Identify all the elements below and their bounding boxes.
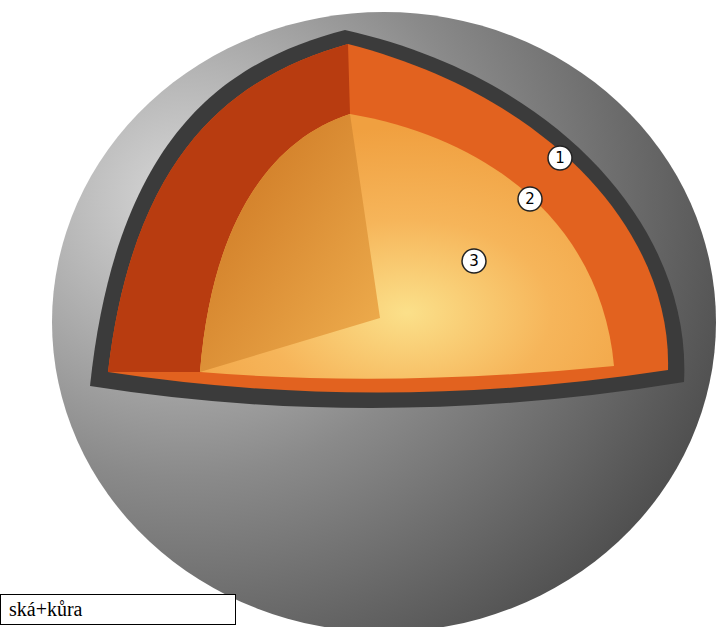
callout-circle [548,146,572,170]
callout-number: 1 [555,151,565,166]
crust-layer [90,30,684,408]
core-layer [200,114,614,379]
callout-number: 2 [525,192,535,207]
caption-box: ská+kůra [0,594,236,625]
callout-circle [518,187,542,211]
callout-number: 3 [469,254,479,269]
callout-circle [462,249,486,273]
earth-sphere [52,12,716,627]
core-face [200,114,380,372]
mantle-layer [108,44,668,393]
box-label: ská+kůra [9,598,227,621]
